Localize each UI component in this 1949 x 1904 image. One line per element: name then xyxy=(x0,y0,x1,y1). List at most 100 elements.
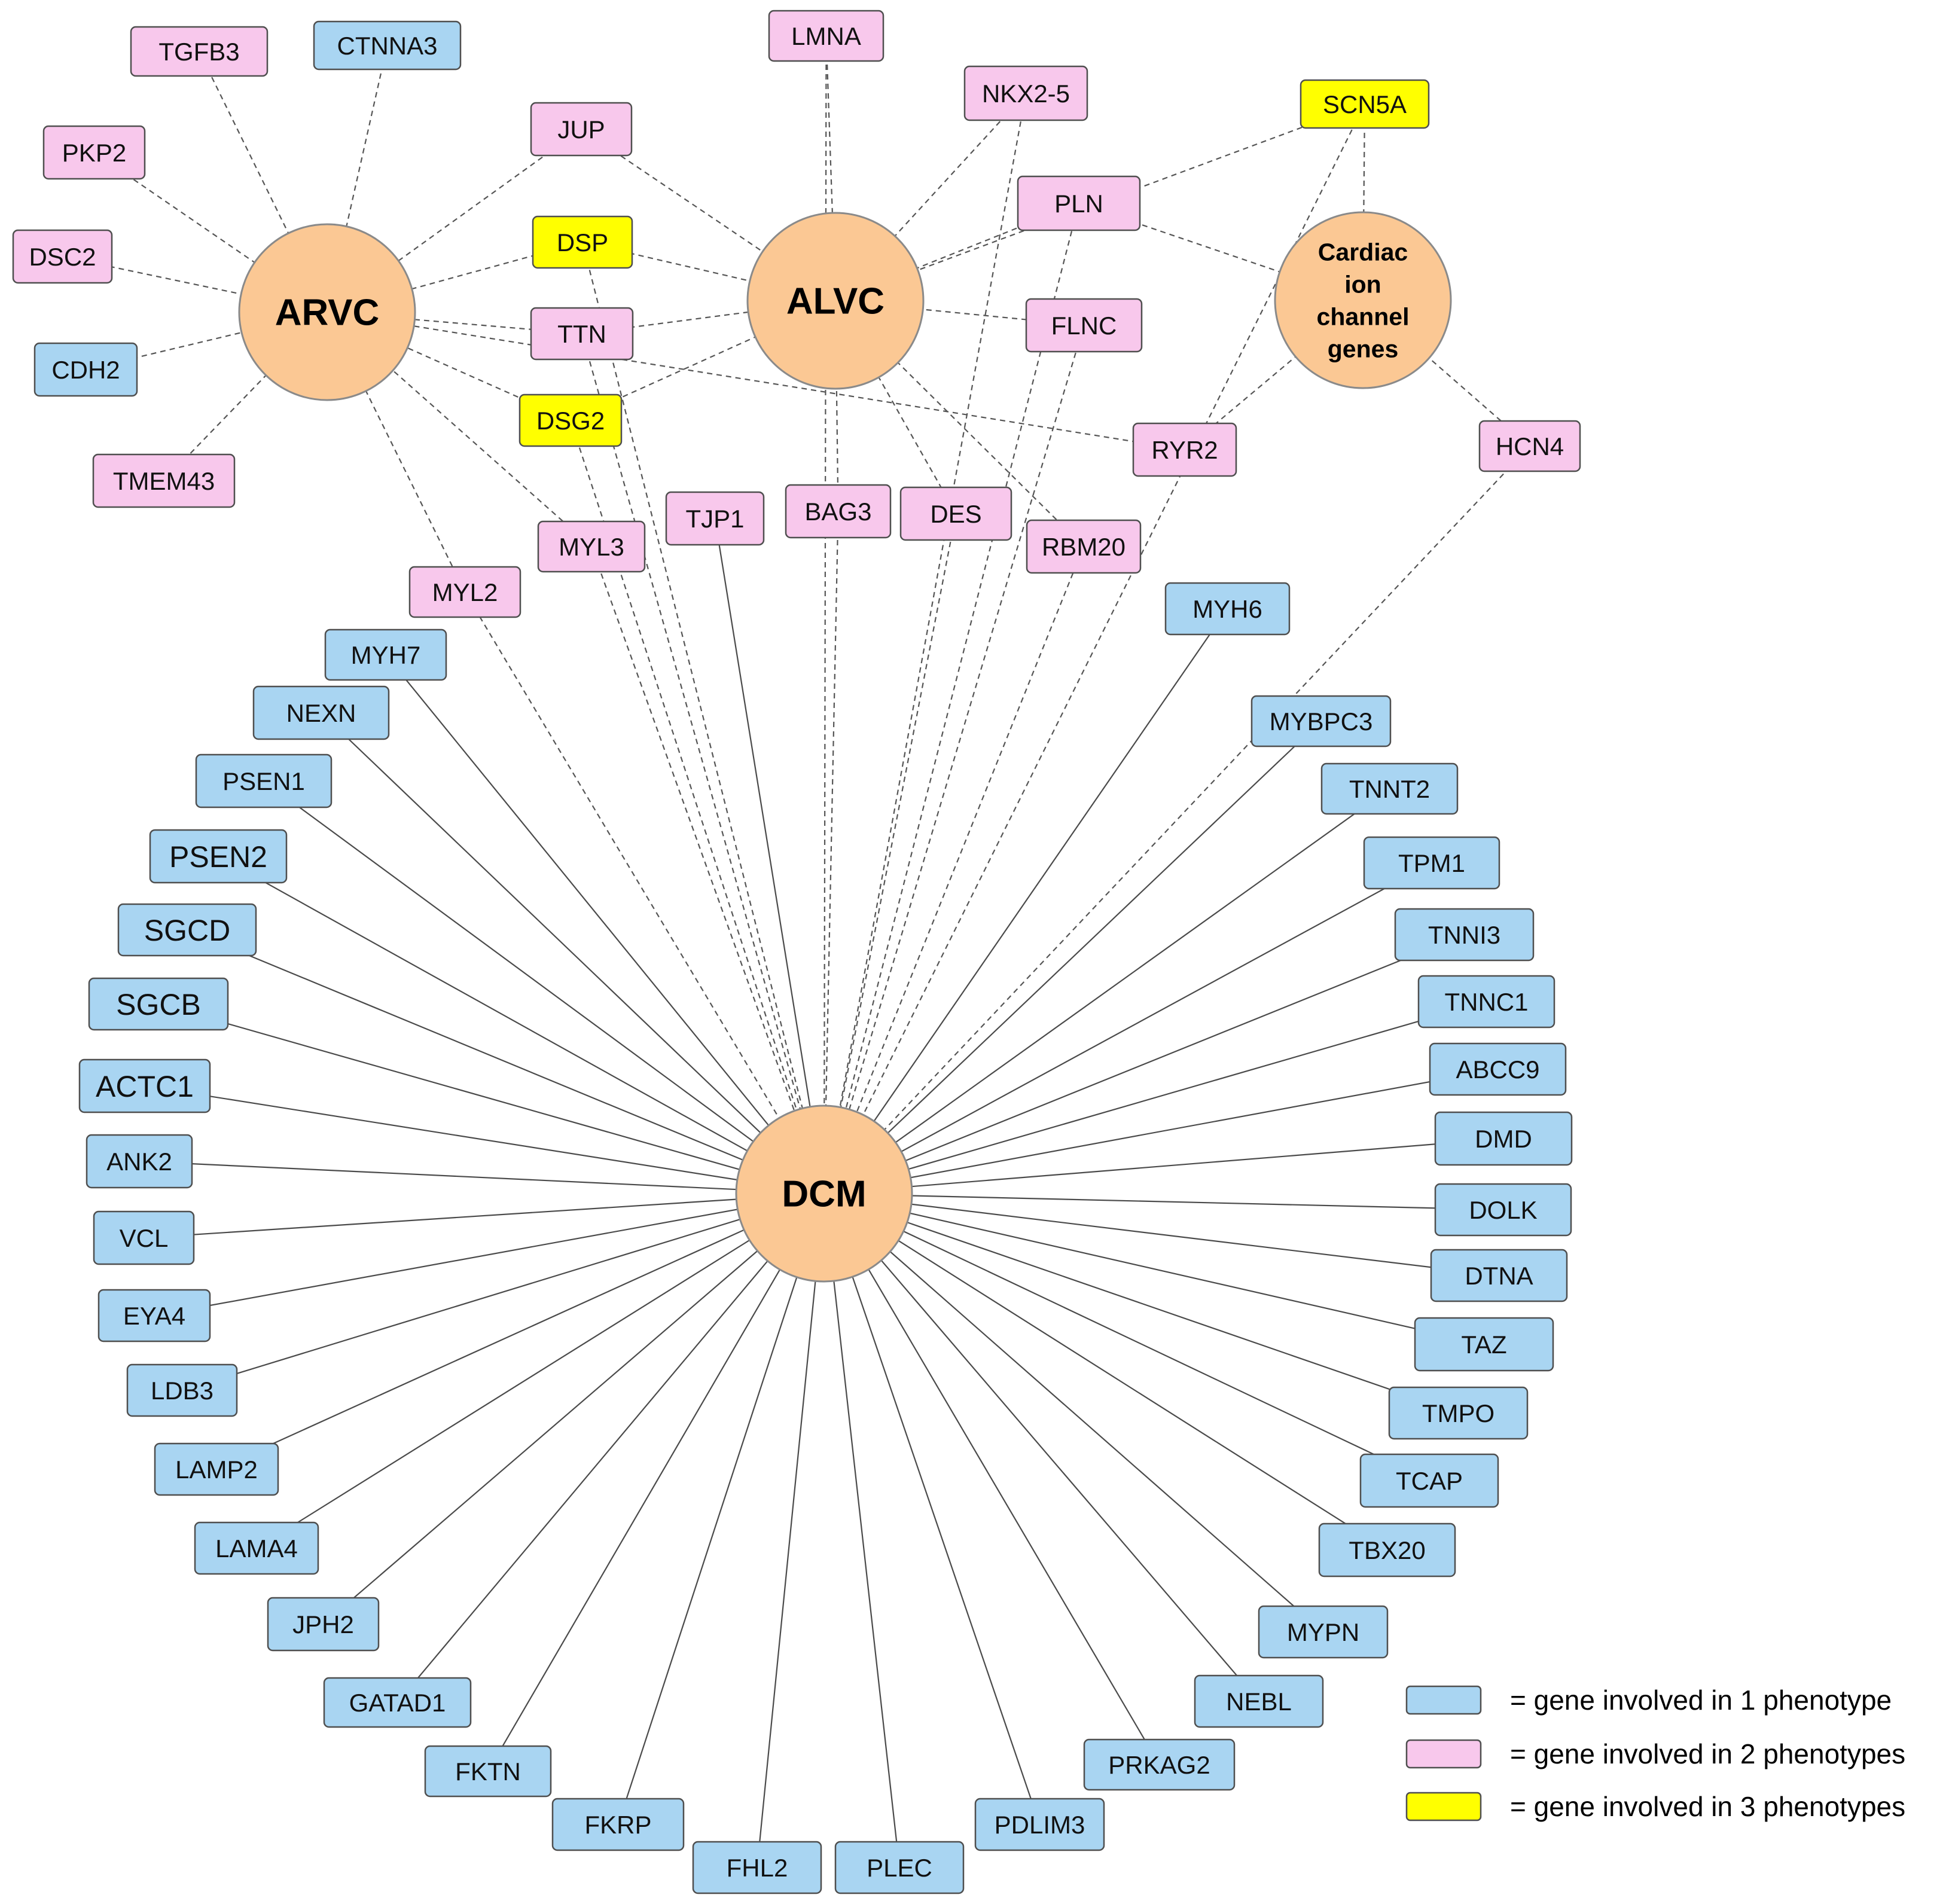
gene-box-tbx20 xyxy=(1318,1522,1456,1577)
gene-box-fktn xyxy=(424,1745,552,1798)
gene-node-des: DES xyxy=(899,486,1012,541)
gene-label-sgcb: SGCB xyxy=(116,988,201,1021)
gene-box-lmna xyxy=(768,10,884,62)
gene-label-lmna: LMNA xyxy=(791,22,861,50)
gene-box-rbm20 xyxy=(1026,519,1142,574)
gene-label-jph2: JPH2 xyxy=(292,1610,354,1638)
gene-box-tjp1 xyxy=(665,491,765,546)
gene-box-scn5a xyxy=(1300,79,1430,129)
edge-tbx20-to-dcm xyxy=(823,1193,1388,1551)
gene-node-cdh2: CDH2 xyxy=(33,342,138,397)
gene-label-dsp: DSP xyxy=(557,228,608,257)
gene-node-dolk: DOLK xyxy=(1434,1183,1572,1237)
hub-label-ion: Cardiac xyxy=(1318,238,1408,266)
gene-label-tbx20: TBX20 xyxy=(1349,1536,1425,1564)
gene-node-dtna: DTNA xyxy=(1430,1249,1568,1302)
edge-psen2-to-dcm xyxy=(218,856,825,1194)
gene-node-dsp: DSP xyxy=(532,215,633,269)
gene-label-ctnna3: CTNNA3 xyxy=(337,32,437,60)
edge-scn5a-to-dcm xyxy=(823,103,1365,1194)
edge-tnnt2-to-dcm xyxy=(823,788,1390,1194)
gene-box-tnnt2 xyxy=(1320,762,1459,815)
edge-tmpo-to-dcm xyxy=(823,1192,1459,1414)
edge-ryr2-to-arvc xyxy=(327,311,1185,451)
gene-node-fhl2: FHL2 xyxy=(692,1841,822,1894)
gene-label-hcn4: HCN4 xyxy=(1496,432,1564,460)
gene-node-eya4: EYA4 xyxy=(97,1289,211,1342)
gene-box-dolk xyxy=(1434,1183,1572,1237)
gene-box-psen2 xyxy=(149,829,288,884)
gene-label-dsg2: DSG2 xyxy=(536,407,605,435)
gene-label-tmpo: TMPO xyxy=(1422,1399,1494,1427)
gene-box-tgfb3 xyxy=(130,26,269,77)
gene-box-mypn xyxy=(1258,1605,1389,1659)
gene-label-eya4: EYA4 xyxy=(123,1302,185,1330)
edge-lamp2-to-dcm xyxy=(216,1192,825,1470)
gene-box-jph2 xyxy=(267,1597,380,1652)
gene-label-tmem43: TMEM43 xyxy=(113,467,215,495)
legend-swatch-3-phenotypes xyxy=(1405,1792,1482,1821)
edge-pln-to-dcm xyxy=(823,203,1080,1194)
gene-node-mybpc3: MYBPC3 xyxy=(1250,695,1392,747)
gene-node-plec: PLEC xyxy=(834,1841,965,1894)
gene-box-gatad1 xyxy=(323,1677,472,1728)
gene-node-lmna: LMNA xyxy=(768,10,884,62)
edge-sgcd-to-dcm xyxy=(187,929,825,1195)
gene-node-taz: TAZ xyxy=(1414,1317,1554,1372)
edge-nkx2-5-to-dcm xyxy=(823,93,1027,1194)
gene-node-nexn: NEXN xyxy=(252,685,390,740)
edge-dmd-to-dcm xyxy=(823,1137,1504,1195)
edge-eya4-to-dcm xyxy=(154,1192,825,1317)
gene-node-hcn4: HCN4 xyxy=(1478,420,1581,472)
gene-label-nexn: NEXN xyxy=(286,699,356,727)
hub-node-arvc: ARVC xyxy=(238,223,416,401)
gene-box-myl3 xyxy=(537,520,646,573)
gene-box-nexn xyxy=(252,685,390,740)
edge-taz-to-dcm xyxy=(823,1192,1484,1345)
edge-tnnc1-to-dcm xyxy=(823,1000,1487,1195)
gene-node-rbm20: RBM20 xyxy=(1026,519,1142,574)
gene-box-vcl xyxy=(93,1210,195,1265)
gene-node-actc1: ACTC1 xyxy=(78,1058,211,1113)
edge-flnc-to-dcm xyxy=(823,325,1085,1194)
gene-node-sgcd: SGCD xyxy=(117,903,257,957)
edge-ldb3-to-dcm xyxy=(182,1192,825,1392)
gene-label-tnni3: TNNI3 xyxy=(1428,921,1500,949)
edge-tnni3-to-dcm xyxy=(823,933,1465,1195)
gene-label-ank2: ANK2 xyxy=(106,1148,172,1176)
hub-circle-arvc xyxy=(238,223,416,401)
gene-label-myl2: MYL2 xyxy=(432,578,498,606)
gene-label-tnnt2: TNNT2 xyxy=(1349,775,1430,803)
gene-box-dsc2 xyxy=(12,229,113,284)
gene-box-hcn4 xyxy=(1478,420,1581,472)
edge-fhl2-to-dcm xyxy=(756,1193,825,1868)
edge-pdlim3-to-dcm xyxy=(823,1193,1041,1825)
gene-box-eya4 xyxy=(97,1289,211,1342)
gene-label-sgcd: SGCD xyxy=(144,914,230,947)
gene-node-lamp2: LAMP2 xyxy=(154,1442,279,1496)
gene-label-tjp1: TJP1 xyxy=(685,505,744,533)
gene-box-abcc9 xyxy=(1429,1042,1567,1096)
legend-text-3-phenotypes: = gene involved in 3 phenotypes xyxy=(1510,1791,1905,1822)
edge-fkrp-to-dcm xyxy=(617,1193,825,1825)
gene-label-tcap: TCAP xyxy=(1396,1467,1463,1495)
gene-label-tpm1: TPM1 xyxy=(1398,849,1465,877)
gene-label-nkx2-5: NKX2-5 xyxy=(982,80,1070,108)
edge-sgcb-to-dcm xyxy=(158,1003,825,1195)
gene-label-des: DES xyxy=(930,500,981,528)
gene-box-lama4 xyxy=(194,1521,319,1575)
gene-label-abcc9: ABCC9 xyxy=(1456,1055,1539,1084)
gene-node-pdlim3: PDLIM3 xyxy=(974,1798,1105,1851)
legend: = gene involved in 1 phenotype = gene in… xyxy=(1405,1685,1905,1822)
gene-label-mybpc3: MYBPC3 xyxy=(1270,707,1373,736)
gene-label-myl3: MYL3 xyxy=(559,533,624,561)
hub-circle-dcm xyxy=(735,1104,913,1283)
gene-node-tmpo: TMPO xyxy=(1388,1386,1529,1440)
gene-box-myl2 xyxy=(408,566,521,618)
legend-text-2-phenotypes: = gene involved in 2 phenotypes xyxy=(1510,1738,1905,1769)
edge-tcap-to-dcm xyxy=(823,1193,1430,1481)
gene-label-pdlim3: PDLIM3 xyxy=(995,1811,1085,1839)
gene-node-myl2: MYL2 xyxy=(408,566,521,618)
edge-ctnna3-to-arvc xyxy=(326,45,388,313)
